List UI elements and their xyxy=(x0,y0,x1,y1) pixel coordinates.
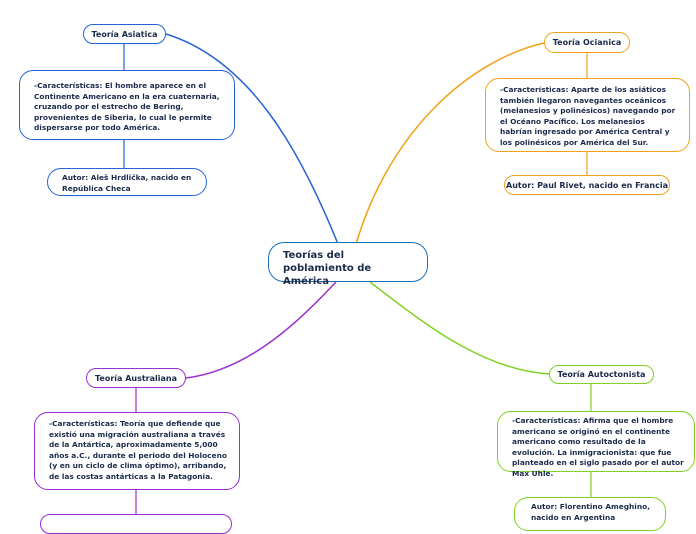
autoctonista-caracteristicas[interactable]: -Características: Afirma que el hombre a… xyxy=(497,411,695,478)
central-topic[interactable]: Teorías del poblamiento de América xyxy=(268,242,428,287)
asiatica-autor-text: Autor: Aleš Hrdlička, nacido en Repúblic… xyxy=(62,173,192,193)
connector-center-australiana xyxy=(185,281,337,379)
connector-center-autoctonista xyxy=(369,281,551,375)
asiatica-caracteristicas[interactable]: -Características: El hombre aparece en e… xyxy=(19,70,235,140)
topic-oceanica-title: Teoría Ocianica xyxy=(552,38,622,47)
autoctonista-autor-text: Autor: Florentino Ameghino, nacido en Ar… xyxy=(531,502,650,522)
australiana-caracteristicas[interactable]: -Características: Teoría que defiende qu… xyxy=(34,412,240,490)
asiatica-autor[interactable]: Autor: Aleš Hrdlička, nacido en Repúblic… xyxy=(47,168,207,196)
topic-australiana-title: Teoría Australiana xyxy=(95,373,177,383)
connector-center-oceanica xyxy=(355,42,545,245)
topic-australiana[interactable]: Teoría Australiana xyxy=(86,368,186,388)
topic-oceanica[interactable]: Teoría Ocianica xyxy=(544,32,630,53)
topic-autoctonista-title: Teoría Autoctonista xyxy=(557,370,646,379)
central-topic-title: Teorías del poblamiento de América xyxy=(283,250,372,287)
oceanica-autor-text: Autor: Paul Rivet, nacido en Francia xyxy=(506,180,668,190)
topic-asiatica-title: Teoría Asiatica xyxy=(91,29,158,39)
oceanica-autor[interactable]: Autor: Paul Rivet, nacido en Francia xyxy=(504,175,670,195)
oceanica-caracteristicas-text: -Características: Aparte de los asiático… xyxy=(500,85,676,147)
autoctonista-caracteristicas-text: -Características: Afirma que el hombre a… xyxy=(512,416,684,478)
australiana-next-box[interactable] xyxy=(40,514,232,534)
oceanica-caracteristicas[interactable]: -Características: Aparte de los asiático… xyxy=(485,78,690,152)
connector-lines xyxy=(123,33,592,514)
autoctonista-autor[interactable]: Autor: Florentino Ameghino, nacido en Ar… xyxy=(514,497,666,531)
connector-center-asiatica xyxy=(165,33,339,245)
topic-autoctonista[interactable]: Teoría Autoctonista xyxy=(549,365,654,384)
asiatica-caracteristicas-text: -Características: El hombre aparece en e… xyxy=(34,81,220,133)
australiana-caracteristicas-text: -Características: Teoría que defiende qu… xyxy=(49,419,227,481)
topic-asiatica[interactable]: Teoría Asiatica xyxy=(83,24,166,44)
